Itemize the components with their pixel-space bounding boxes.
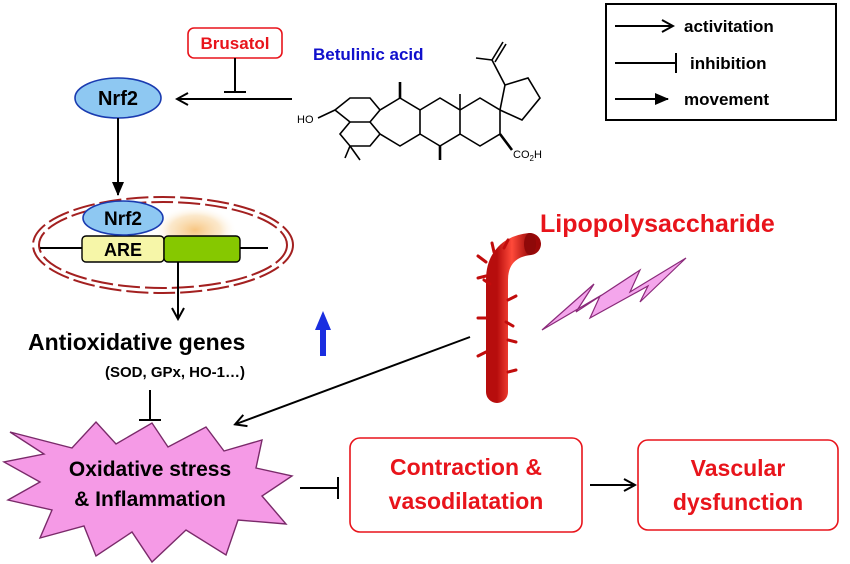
oxidative-stress-line1: Oxidative stress	[69, 458, 231, 481]
molecule-co-part: CO	[513, 149, 530, 161]
brusatol-inhibition-icon	[224, 58, 246, 93]
brusatol-label: Brusatol	[201, 34, 270, 53]
vascular-line1: Vascular	[691, 455, 786, 481]
nrf2-nucleus-ellipse	[82, 200, 164, 236]
contraction-box	[349, 437, 583, 533]
contraction-line1: Contraction &	[390, 454, 542, 480]
legend-inhibition-label: inhibition	[690, 54, 766, 73]
oxidative-stress-line2: & Inflammation	[74, 488, 226, 511]
molecule-h-part: H	[534, 149, 542, 161]
upregulation-arrow-icon	[315, 311, 331, 356]
betulinic-acid-label: Betulinic acid	[313, 45, 424, 64]
antioxidative-genes-label: Antioxidative genes	[28, 329, 245, 355]
genes-inhibition-icon	[139, 390, 161, 421]
are-label: ARE	[104, 240, 142, 260]
oxidative-stress-starburst	[1, 420, 294, 564]
lipopolysaccharide-label: Lipopolysaccharide	[540, 210, 775, 238]
lps-to-oxidative-arrow	[236, 336, 471, 424]
nucleus-outer	[32, 196, 294, 294]
molecule-ho-label: HO	[297, 114, 314, 126]
legend-inhibition-icon	[615, 53, 677, 73]
nrf2-top-label: Nrf2	[98, 88, 138, 110]
legend: activitation inhibition movement	[605, 3, 837, 121]
vascular-line2: dysfunction	[673, 489, 803, 515]
genes-examples-label: (SOD, GPx, HO-1…)	[105, 364, 245, 381]
molecule-sub-part: 2	[530, 154, 535, 163]
antioxidant-gene-box	[163, 235, 241, 263]
nrf2-nucleus-label: Nrf2	[104, 209, 142, 230]
oxidative-inhibition-icon	[300, 477, 339, 499]
vascular-box	[637, 439, 839, 531]
nucleus-inner	[38, 201, 288, 289]
legend-activation-label: activitation	[684, 17, 774, 36]
molecule-co2h-label: CO2H	[513, 149, 542, 163]
contraction-line2: vasodilatation	[389, 488, 544, 514]
lightning-bolt-icon	[541, 257, 687, 331]
legend-movement-label: movement	[684, 90, 769, 109]
betulinic-acid-structure	[317, 41, 541, 161]
aorta-icon	[476, 233, 541, 403]
